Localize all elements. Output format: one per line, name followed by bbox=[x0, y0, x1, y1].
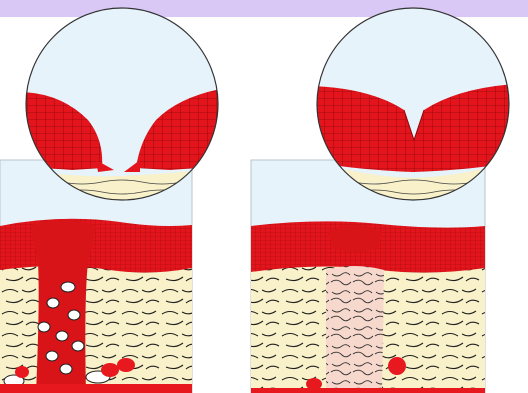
right-granulation-tissue bbox=[326, 266, 384, 393]
right-scab bbox=[328, 225, 382, 252]
left-epidermis bbox=[0, 219, 192, 273]
right-panel bbox=[251, 160, 485, 393]
